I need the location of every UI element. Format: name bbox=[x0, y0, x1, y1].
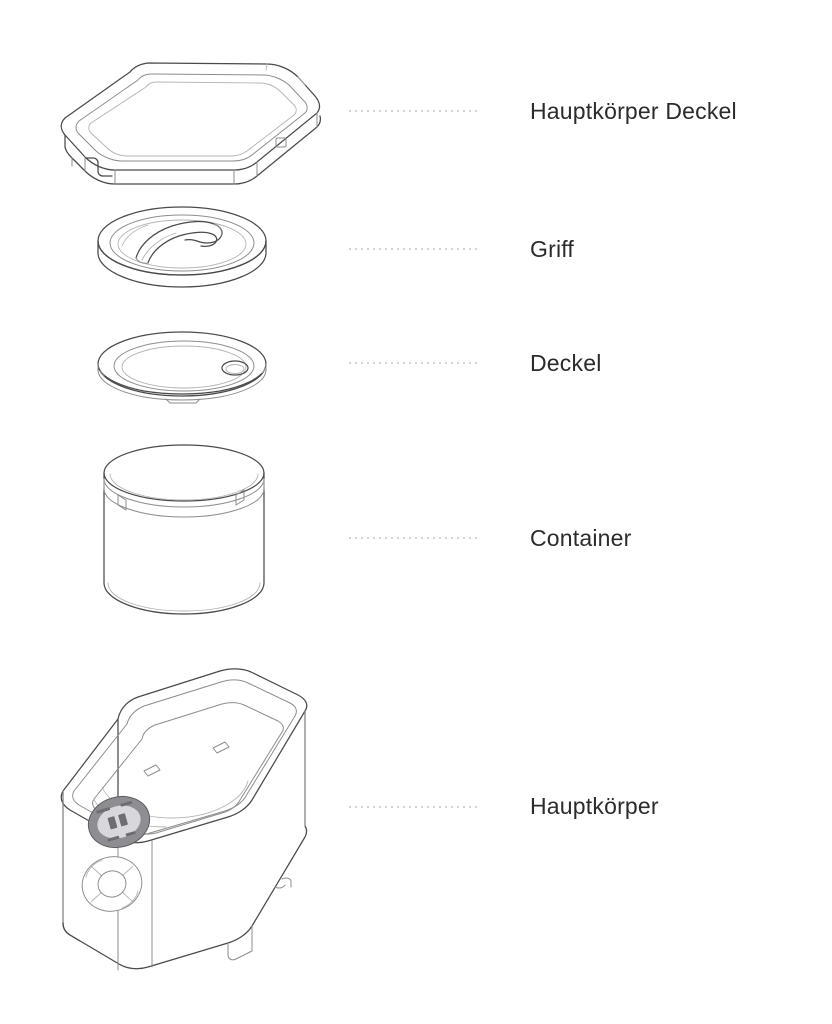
leader-line-main-body-lid bbox=[347, 110, 478, 112]
leader-line-lid bbox=[347, 362, 478, 364]
container-illustration bbox=[96, 443, 286, 623]
leader-line-main-body bbox=[347, 806, 478, 808]
main-body-lid-illustration bbox=[52, 58, 322, 185]
oval-lid-icon bbox=[97, 331, 267, 404]
part-label-main-body: Hauptkörper bbox=[530, 793, 659, 819]
handle-illustration bbox=[96, 202, 286, 292]
cylinder-bucket-icon bbox=[103, 444, 265, 615]
four-segment-dial-icon[interactable] bbox=[76, 850, 149, 918]
leader-line-container bbox=[347, 537, 478, 539]
part-label-container: Container bbox=[530, 525, 632, 551]
rounded-square-lid-icon bbox=[60, 62, 321, 185]
appliance-body-icon bbox=[60, 668, 308, 971]
part-label-main-body-lid: Hauptkörper Deckel bbox=[530, 98, 737, 124]
part-label-lid: Deckel bbox=[530, 350, 602, 376]
leader-line-handle bbox=[347, 248, 478, 250]
main-body-illustration bbox=[30, 655, 325, 1000]
part-label-handle: Griff bbox=[530, 236, 575, 262]
oval-display-icon bbox=[87, 795, 151, 849]
lid-illustration bbox=[96, 330, 286, 412]
oval-handle-icon bbox=[97, 206, 267, 288]
